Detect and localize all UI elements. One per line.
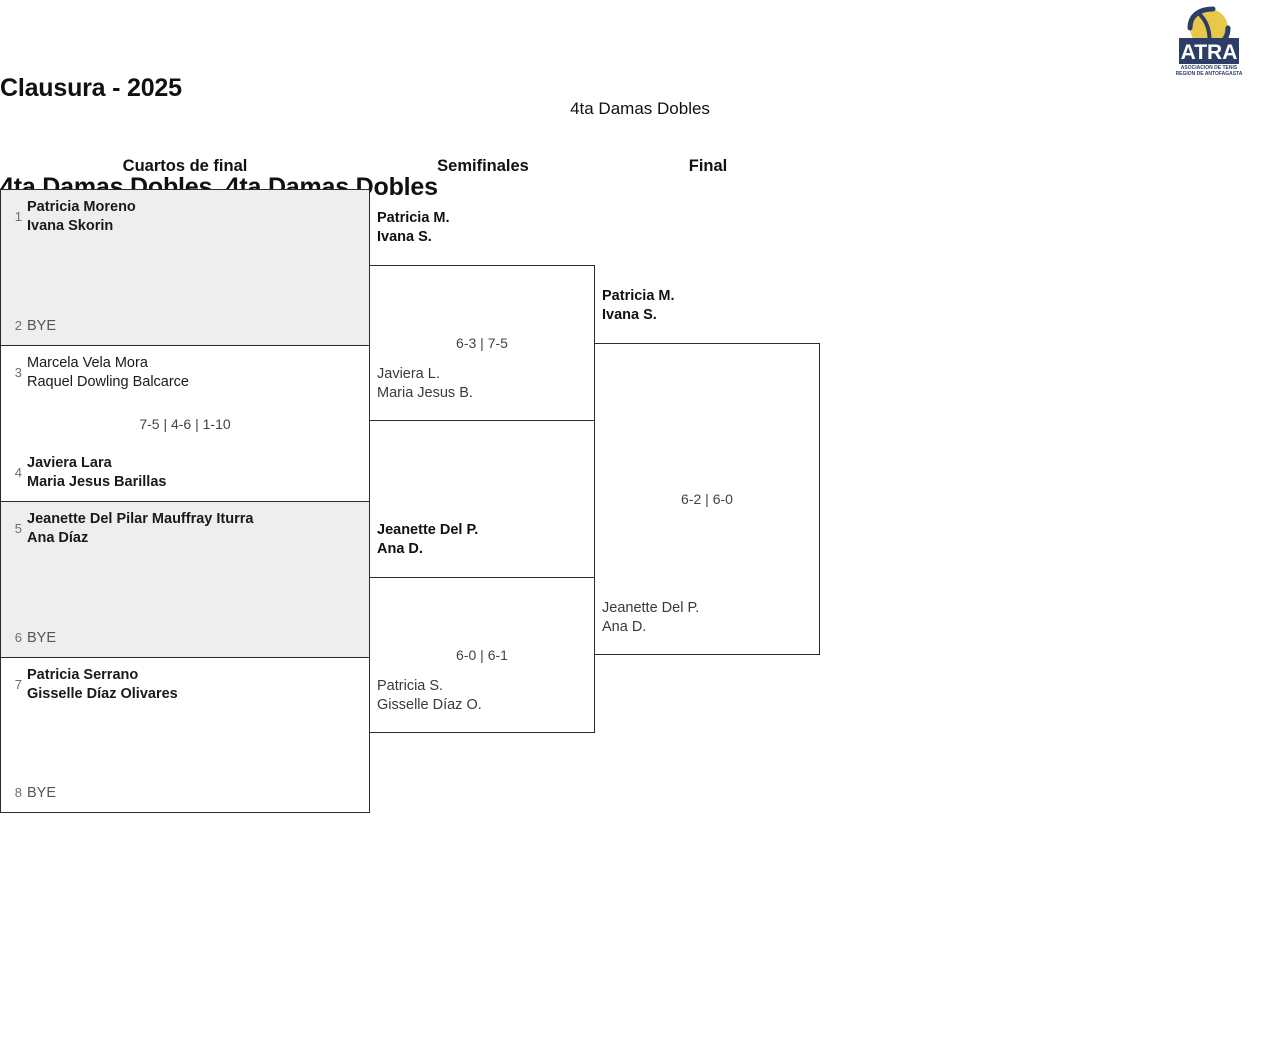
seed-number: 4 — [14, 464, 22, 480]
seed-number: 6 — [14, 629, 22, 645]
match-qf-4[interactable]: 7 Patricia Serrano Gisselle Díaz Olivare… — [0, 657, 370, 813]
logo-subtext-line2: REGION DE ANTOFAGASTA — [1176, 71, 1243, 76]
round-quarterfinals: 1 Patricia Moreno Ivana Skorin 2 BYE 3 M… — [0, 189, 370, 813]
seed-number: 8 — [14, 784, 22, 800]
player-name: Ivana Skorin — [27, 217, 114, 234]
draw-subtitle: 4ta Damas Dobles — [570, 99, 710, 118]
atra-logo: ATRA ASOCIACION DE TENIS REGION DE ANTOF… — [1173, 2, 1245, 77]
logo-wordmark: ATRA — [1181, 41, 1238, 64]
seed-number: 2 — [14, 317, 22, 333]
player-name: Ana D. — [377, 540, 423, 557]
sf1-team-top[interactable]: Patricia M. Ivana S. — [377, 209, 450, 246]
player-name: Jeanette Del P. — [377, 522, 479, 538]
sf2-team-bottom[interactable]: Patricia S. Gisselle Díaz O. — [377, 677, 482, 714]
match-sf-2[interactable]: 6-0 | 6-1 — [369, 577, 595, 733]
final-team-bottom[interactable]: Jeanette Del P. Ana D. — [602, 599, 699, 636]
match-score: 7-5 | 4-6 | 1-10 — [139, 415, 231, 432]
player-name: Ana Díaz — [27, 529, 89, 546]
player-name: Jeanette Del P. — [602, 600, 700, 616]
player-name: Patricia M. — [377, 210, 450, 226]
match-score: 6-0 | 6-1 — [456, 647, 508, 663]
player-name: Ana D. — [602, 618, 647, 635]
player-name: Ivana S. — [602, 306, 657, 323]
match-qf-1[interactable]: 1 Patricia Moreno Ivana Skorin 2 BYE — [0, 189, 370, 345]
match-qf-2[interactable]: 3 Marcela Vela Mora Raquel Dowling Balca… — [0, 345, 370, 501]
team-name: Patricia Moreno Ivana Skorin — [27, 198, 136, 235]
match-qf-3[interactable]: 5 Jeanette Del Pilar Mauffray Iturra Ana… — [0, 501, 370, 657]
tournament-name: Clausura - 2025 — [0, 74, 182, 102]
player-name: Marcela Vela Mora — [27, 355, 148, 371]
bye-label: BYE — [27, 784, 57, 801]
player-name: Gisselle Díaz Olivares — [27, 685, 178, 702]
match-slot-top[interactable]: 1 Patricia Moreno Ivana Skorin — [1, 198, 369, 235]
player-name: Maria Jesus Barillas — [27, 473, 167, 490]
match-slot-top[interactable]: 5 Jeanette Del Pilar Mauffray Iturra Ana… — [1, 510, 369, 547]
sf1-team-bottom[interactable]: Javiera L. Maria Jesus B. — [377, 365, 473, 402]
match-slot-bottom[interactable]: 6 BYE — [1, 629, 369, 648]
player-name: Javiera L. — [377, 366, 440, 382]
bye-label: BYE — [27, 629, 57, 646]
player-name: Patricia Serrano — [27, 667, 139, 683]
logo-subtext-line1: ASOCIACION DE TENIS — [1181, 65, 1238, 71]
match-score: 6-3 | 7-5 — [456, 335, 508, 351]
final-team-top[interactable]: Patricia M. Ivana S. — [602, 287, 675, 324]
match-score: 6-2 | 6-0 — [681, 491, 733, 507]
team-name: Javiera Lara Maria Jesus Barillas — [27, 454, 166, 491]
player-name: Javiera Lara — [27, 455, 112, 471]
match-slot-top[interactable]: 7 Patricia Serrano Gisselle Díaz Olivare… — [1, 666, 369, 703]
round-header-quarterfinals: Cuartos de final — [122, 157, 248, 175]
match-slot-top[interactable]: 3 Marcela Vela Mora Raquel Dowling Balca… — [1, 354, 369, 391]
atra-logo-icon: ATRA ASOCIACION DE TENIS REGION DE ANTOF… — [1173, 2, 1245, 77]
sf2-team-top[interactable]: Jeanette Del P. Ana D. — [377, 521, 478, 558]
match-slot-bottom[interactable]: 8 BYE — [1, 784, 369, 803]
seed-number: 1 — [14, 208, 22, 224]
match-final[interactable]: 6-2 | 6-0 — [594, 343, 820, 655]
seed-number: 3 — [14, 364, 22, 380]
player-name: Gisselle Díaz O. — [377, 696, 482, 713]
round-header-semifinals: Semifinales — [437, 157, 529, 175]
player-name: Ivana S. — [377, 228, 432, 245]
match-slot-bottom[interactable]: 4 Javiera Lara Maria Jesus Barillas — [1, 454, 369, 491]
team-name: Marcela Vela Mora Raquel Dowling Balcarc… — [27, 354, 189, 391]
player-name: Jeanette Del Pilar Mauffray Iturra — [27, 511, 254, 527]
round-header-final: Final — [688, 157, 728, 175]
player-name: Raquel Dowling Balcarce — [27, 373, 189, 390]
player-name: Patricia S. — [377, 678, 444, 694]
seed-number: 7 — [14, 676, 22, 692]
player-name: Maria Jesus B. — [377, 384, 473, 401]
team-name: Patricia Serrano Gisselle Díaz Olivares — [27, 666, 178, 703]
seed-number: 5 — [14, 520, 22, 536]
player-name: Patricia Moreno — [27, 199, 136, 215]
bye-label: BYE — [27, 317, 57, 334]
team-name: Jeanette Del Pilar Mauffray Iturra Ana D… — [27, 510, 253, 547]
player-name: Patricia M. — [602, 288, 675, 304]
match-slot-bottom[interactable]: 2 BYE — [1, 317, 369, 336]
